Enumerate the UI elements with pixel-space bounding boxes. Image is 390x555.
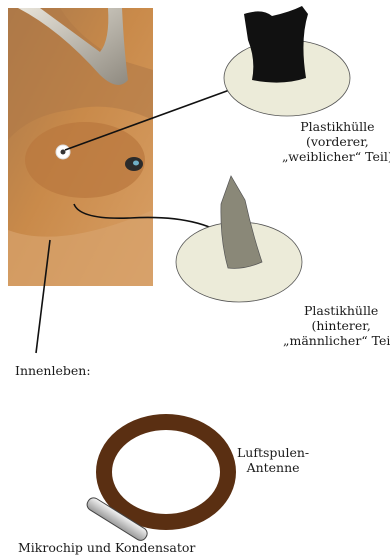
front-part-illustration	[224, 6, 350, 116]
antenna-illustration	[85, 422, 228, 543]
front-piece	[244, 6, 308, 83]
antenna-label-line1: Luftspulen-	[237, 445, 309, 460]
front-part-label: Plastikhülle (vorderer, „weiblicher“ Tei…	[282, 119, 390, 164]
front-part-label-line1: Plastikhülle	[282, 119, 390, 134]
cow-photo	[8, 8, 153, 286]
front-part-label-line3: „weiblicher“ Teil)	[282, 149, 390, 164]
chip-label: Mikrochip und Kondensator	[18, 540, 195, 555]
back-part-label: Plastikhülle (hinterer, „männlicher“ Tei…	[283, 303, 390, 348]
internals-label: Innenleben:	[15, 363, 91, 378]
front-part-label-line2: (vorderer,	[282, 134, 390, 149]
back-part-label-line2: (hinterer,	[283, 318, 390, 333]
antenna-label: Luftspulen- Antenne	[237, 445, 309, 475]
back-part-label-line1: Plastikhülle	[283, 303, 390, 318]
antenna-label-line2: Antenne	[237, 460, 309, 475]
back-part-label-line3: „männlicher“ Teil)	[283, 333, 390, 348]
back-piece	[221, 176, 262, 268]
back-part-illustration	[176, 176, 302, 302]
